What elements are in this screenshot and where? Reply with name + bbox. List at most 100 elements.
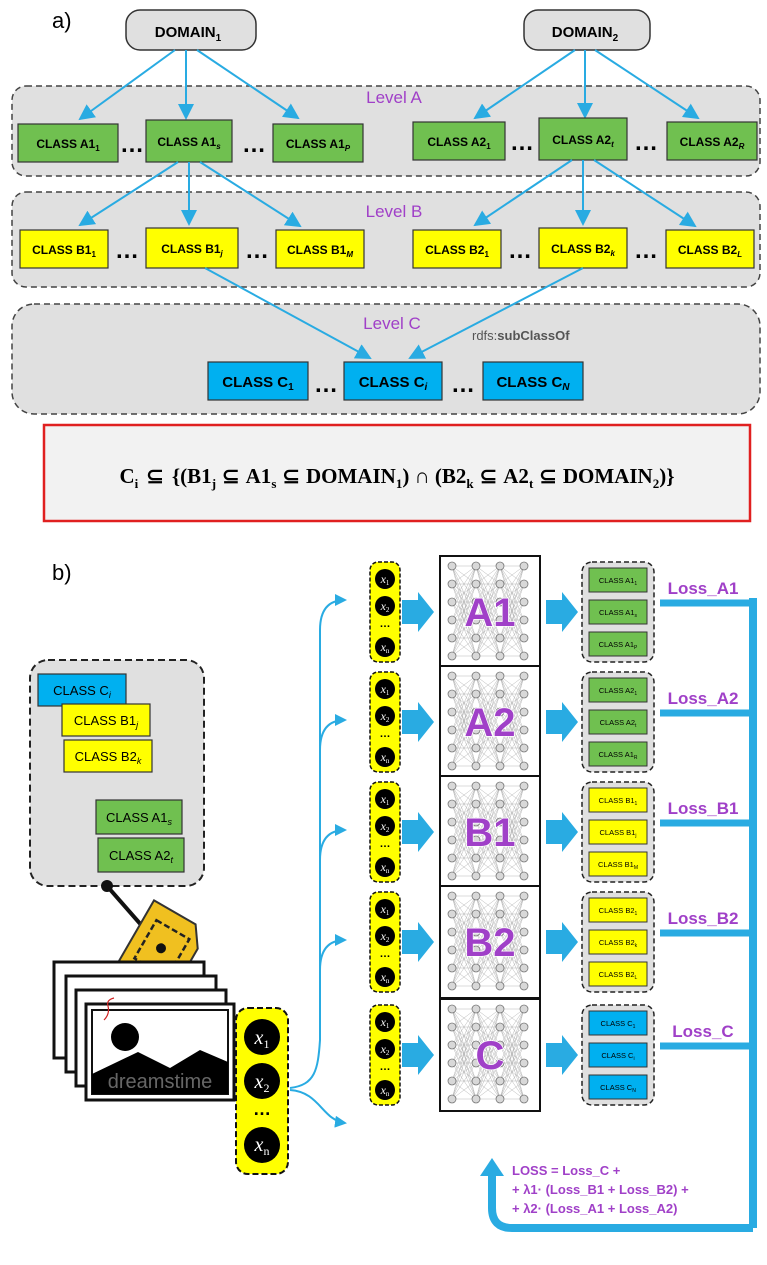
svg-text:B2: B2 <box>464 921 515 965</box>
svg-text:x1: x1 <box>380 1015 390 1030</box>
svg-text:xn: xn <box>380 860 390 875</box>
image-stack <box>52 960 236 1102</box>
svg-text:x2: x2 <box>380 819 390 834</box>
svg-text:CLASS A1s: CLASS A1s <box>106 810 172 827</box>
svg-text:x2: x2 <box>380 929 390 944</box>
output-class-box <box>588 929 648 955</box>
neural-network-a1: A1 <box>439 555 541 669</box>
arrow-to-network <box>402 1035 434 1075</box>
class-c-1-node: CLASS C1 <box>207 361 309 401</box>
svg-text:x2: x2 <box>380 709 390 724</box>
svg-text:x1: x1 <box>380 572 390 587</box>
output-class-box <box>588 631 648 657</box>
formula-box <box>42 423 752 523</box>
class-a2-1-node: CLASS A21 <box>412 121 506 161</box>
level-b-classes: CLASS B11 … CLASS B1j … CLASS B1M CLASS … <box>19 227 755 269</box>
tag-class-a1-s: CLASS A1s <box>95 799 183 835</box>
ellipsis: … <box>634 237 658 264</box>
class-a1-1-node: CLASS A11 <box>17 123 119 163</box>
loss-label: Loss_A1 <box>668 579 739 598</box>
ellipsis: … <box>451 371 475 398</box>
svg-text:CLASS Ci: CLASS Ci <box>53 683 112 700</box>
class-b2-k-node: CLASS B2k <box>538 227 628 269</box>
feature-node <box>244 1127 280 1163</box>
mountain-icon <box>92 1050 228 1094</box>
loss-formula: LOSS = Loss_C + + λ1· (Loss_B1 + Loss_B2… <box>512 1163 689 1216</box>
tag-class-b2-k: CLASS B2k <box>63 739 153 773</box>
svg-text:xn: xn <box>380 640 390 655</box>
svg-text:CLASS A1R: CLASS A1R <box>598 750 637 761</box>
class-b1-1-node: CLASS B11 <box>19 229 109 269</box>
output-class-box <box>588 819 648 845</box>
arrow-to-outputs <box>546 1035 578 1075</box>
output-class-box <box>588 599 648 625</box>
output-class-box <box>588 897 648 923</box>
tag-class-a2-t: CLASS A2t <box>97 837 185 873</box>
neural-network-c: C <box>439 998 541 1112</box>
svg-text:CLASS A21: CLASS A21 <box>599 686 637 697</box>
svg-text:CLASS A21: CLASS A21 <box>427 135 491 151</box>
output-class-box <box>588 1042 648 1068</box>
class-b1-j-node: CLASS B1j <box>145 227 239 269</box>
class-c-n-node: CLASS CN <box>482 361 584 401</box>
feature-node <box>375 926 395 946</box>
svg-text:CLASS A1P: CLASS A1P <box>599 640 638 651</box>
level-c-label: Level C <box>363 314 421 333</box>
feature-node <box>375 569 395 589</box>
svg-text:B1: B1 <box>464 811 515 855</box>
svg-text:DOMAIN2: DOMAIN2 <box>552 24 619 44</box>
svg-text:CLASS Ci: CLASS Ci <box>359 374 428 393</box>
svg-text:CLASS B11: CLASS B11 <box>599 796 638 807</box>
main-feature-vector: x1 x2 … xn <box>235 1007 289 1175</box>
output-class-box <box>588 741 648 767</box>
arrow-to-outputs <box>546 592 578 632</box>
svg-text:…: … <box>380 618 391 630</box>
output-class-box <box>588 787 648 813</box>
svg-text:CLASS B1j: CLASS B1j <box>600 828 637 839</box>
svg-text:xn: xn <box>380 970 390 985</box>
svg-text:+ λ2· (Loss_A1 + Loss_A2): + λ2· (Loss_A1 + Loss_A2) <box>512 1201 677 1216</box>
feature-node <box>375 1080 395 1100</box>
svg-text:CLASS A1P: CLASS A1P <box>286 137 351 153</box>
domain-2-node: DOMAIN2 <box>523 9 651 51</box>
arrow-to-outputs <box>546 702 578 742</box>
feature-node <box>375 1012 395 1032</box>
svg-text:CLASS B2k: CLASS B2k <box>551 242 615 258</box>
svg-text:…: … <box>380 948 391 960</box>
svg-text:CLASS CN: CLASS CN <box>600 1083 636 1094</box>
arrow-to-network <box>402 702 434 742</box>
arrow-to-network <box>402 592 434 632</box>
neural-network-b1: B1 <box>439 775 541 889</box>
svg-text:+ λ1· (Loss_B1 + Loss_B2) +: + λ1· (Loss_B1 + Loss_B2) + <box>512 1182 689 1197</box>
tag-class-c-i: CLASS Ci <box>37 673 127 707</box>
ellipsis: … <box>508 237 532 264</box>
svg-text:xn: xn <box>254 1134 270 1158</box>
tag-labels: CLASS Ci CLASS B1j CLASS B2k CLASS A1s C… <box>37 673 185 873</box>
svg-text:x1: x1 <box>380 902 390 917</box>
feature-node <box>375 747 395 767</box>
svg-text:x2: x2 <box>380 599 390 614</box>
feature-vector: x1x2xn… <box>369 1004 401 1106</box>
svg-text:CLASS C1: CLASS C1 <box>601 1019 636 1030</box>
subclass-formula: Ci⊆{(B1j⊆A1s⊆DOMAIN1) ∩ (B2k⊆A2t⊆DOMAIN2… <box>119 464 674 491</box>
svg-text:CLASS B2k: CLASS B2k <box>599 938 638 949</box>
level-a-classes: CLASS A11 … CLASS A1s … CLASS A1P CLASS … <box>17 117 758 163</box>
svg-text:CLASS B2L: CLASS B2L <box>599 970 638 981</box>
loss-label: Loss_C <box>672 1022 733 1041</box>
class-a2-r-node: CLASS A2R <box>666 121 758 161</box>
output-class-box <box>588 851 648 877</box>
feature-vector: x1x2xn… <box>369 781 401 883</box>
feature-node <box>375 967 395 987</box>
neural-network-b2: B2 <box>439 885 541 999</box>
svg-text:C: C <box>476 1034 505 1078</box>
level-a-to-level-b-arrows <box>78 159 697 228</box>
svg-text:…: … <box>380 728 391 740</box>
feature-vector: x1 x2 xn … <box>369 891 401 993</box>
class-a1-p-node: CLASS A1P <box>272 123 364 163</box>
